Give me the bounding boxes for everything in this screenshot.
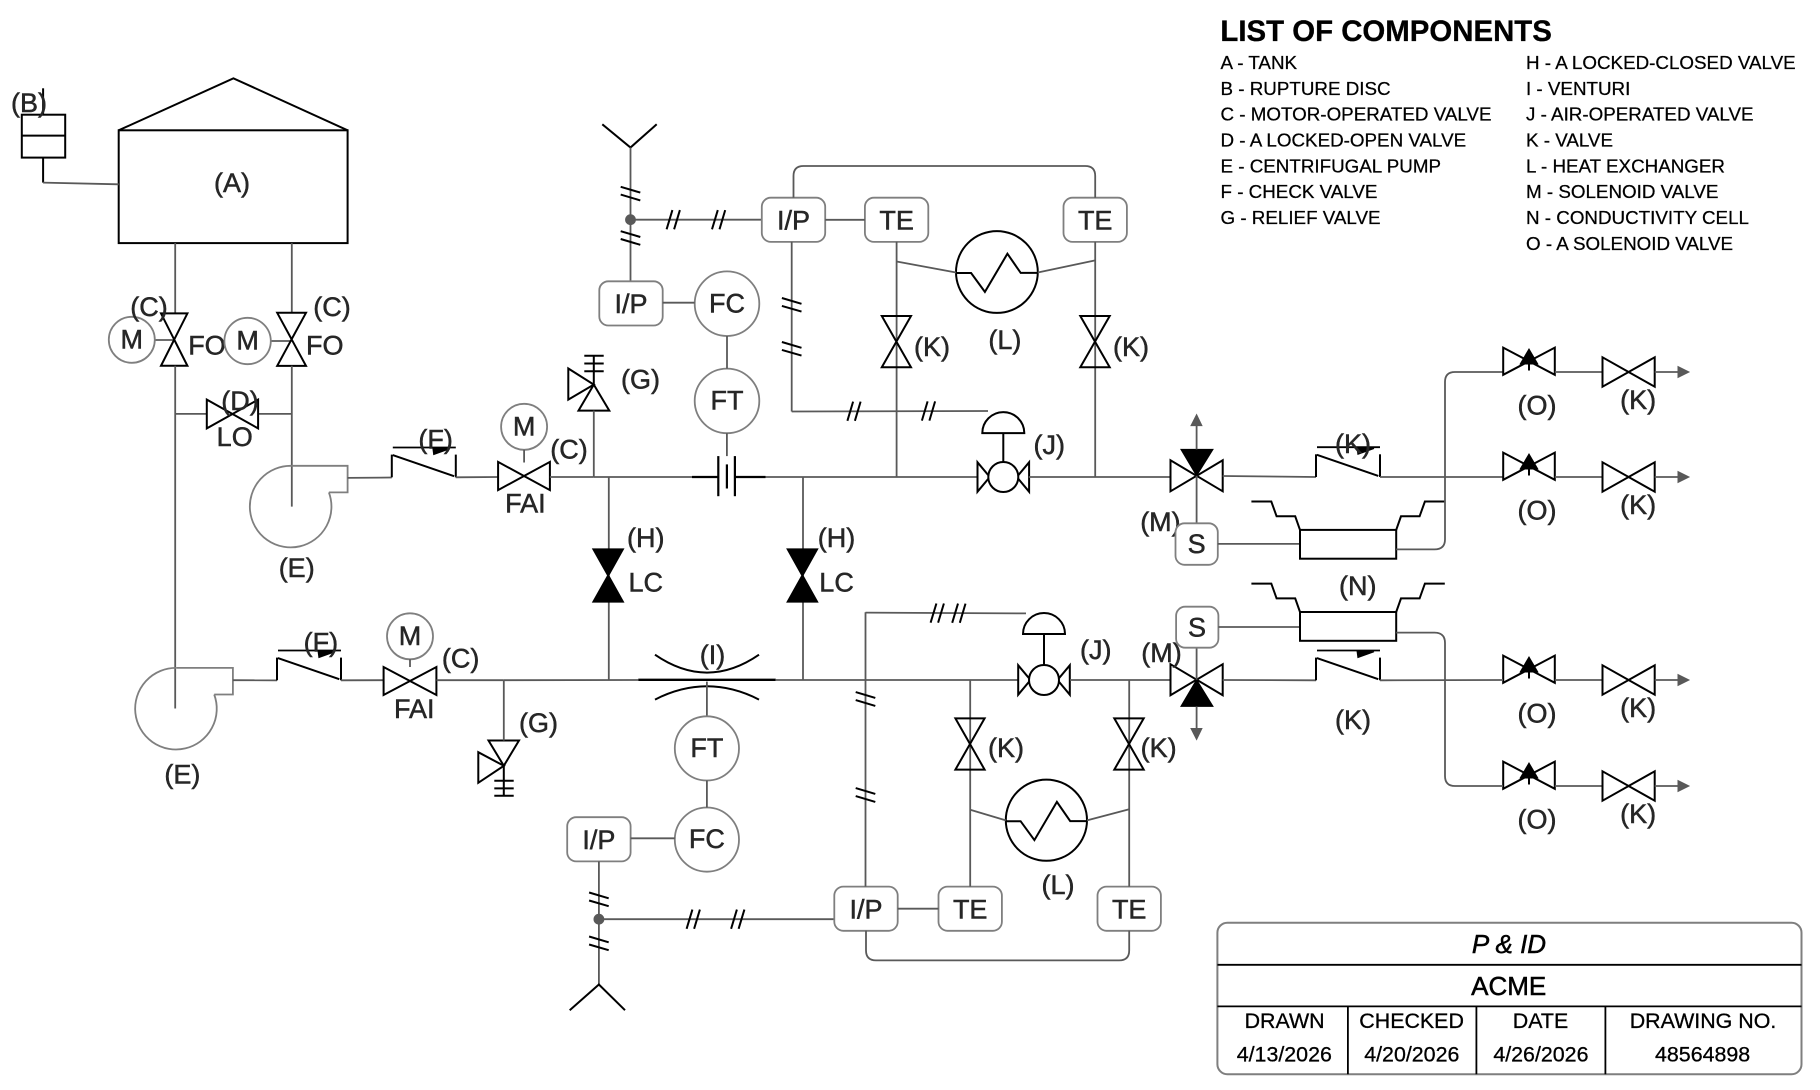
svg-text:(O): (O) (1518, 495, 1557, 525)
svg-text:(E): (E) (279, 553, 315, 583)
svg-text:TE: TE (1078, 205, 1113, 235)
svg-text:4/20/2026: 4/20/2026 (1364, 1042, 1459, 1066)
svg-text:(O): (O) (1518, 804, 1557, 834)
svg-text:D - A LOCKED-OPEN VALVE: D - A LOCKED-OPEN VALVE (1221, 130, 1467, 151)
svg-text:A - TANK: A - TANK (1221, 52, 1298, 73)
svg-text:(K): (K) (1620, 799, 1656, 829)
svg-text:(O): (O) (1518, 698, 1557, 728)
svg-text:S: S (1188, 529, 1206, 559)
svg-text:K - VALVE: K - VALVE (1526, 130, 1613, 151)
svg-text:(C): (C) (550, 435, 587, 465)
svg-text:I - VENTURI: I - VENTURI (1526, 78, 1630, 99)
svg-text:DRAWING NO.: DRAWING NO. (1630, 1009, 1777, 1033)
svg-text:(K): (K) (1141, 733, 1177, 763)
svg-text:(A): (A) (214, 168, 250, 198)
svg-text:I/P: I/P (777, 205, 810, 235)
svg-text:(K): (K) (1113, 332, 1149, 362)
svg-text:(K): (K) (1335, 705, 1371, 735)
svg-text:(F): (F) (418, 425, 452, 455)
svg-text:M - SOLENOID VALVE: M - SOLENOID VALVE (1526, 181, 1718, 202)
svg-text:(K): (K) (1620, 490, 1656, 520)
svg-text:(G): (G) (621, 365, 660, 395)
svg-text:TE: TE (1112, 894, 1147, 924)
svg-text:TE: TE (953, 894, 988, 924)
svg-text:L - HEAT EXCHANGER: L - HEAT EXCHANGER (1526, 155, 1725, 176)
svg-text:(B): (B) (11, 88, 47, 118)
svg-text:FT: FT (711, 386, 744, 416)
svg-text:(L): (L) (988, 325, 1021, 355)
svg-text:(K): (K) (1620, 693, 1656, 723)
svg-text:E - CENTRIFUGAL PUMP: E - CENTRIFUGAL PUMP (1221, 155, 1442, 176)
svg-text:FT: FT (690, 733, 723, 763)
svg-text:C - MOTOR-OPERATED VALVE: C - MOTOR-OPERATED VALVE (1221, 104, 1492, 125)
svg-text:I/P: I/P (582, 825, 615, 855)
svg-text:(J): (J) (1034, 430, 1065, 460)
svg-text:FAI: FAI (394, 694, 435, 724)
svg-text:(M): (M) (1141, 638, 1181, 668)
svg-text:(C): (C) (313, 292, 350, 322)
svg-text:O - A SOLENOID VALVE: O - A SOLENOID VALVE (1526, 233, 1733, 254)
svg-text:(C): (C) (442, 643, 479, 673)
svg-text:TE: TE (879, 205, 914, 235)
svg-text:(F): (F) (304, 628, 338, 658)
svg-text:S: S (1188, 612, 1206, 642)
svg-text:FAI: FAI (505, 489, 546, 519)
svg-text:M: M (236, 326, 259, 356)
svg-text:FC: FC (689, 824, 725, 854)
svg-text:N - CONDUCTIVITY CELL: N - CONDUCTIVITY CELL (1526, 207, 1749, 228)
svg-text:DATE: DATE (1513, 1009, 1568, 1033)
svg-text:(K): (K) (1620, 385, 1656, 415)
svg-text:(J): (J) (1080, 635, 1111, 665)
svg-text:P & ID: P & ID (1472, 929, 1546, 959)
svg-text:(I): (I) (700, 640, 725, 670)
svg-text:4/13/2026: 4/13/2026 (1237, 1042, 1332, 1066)
svg-text:FC: FC (709, 288, 745, 318)
svg-text:ACME: ACME (1471, 971, 1546, 1001)
svg-text:F - CHECK VALVE: F - CHECK VALVE (1221, 181, 1378, 202)
svg-text:(N): (N) (1339, 571, 1376, 601)
svg-text:H - A LOCKED-CLOSED VALVE: H - A LOCKED-CLOSED VALVE (1526, 52, 1796, 73)
svg-text:(K): (K) (1335, 429, 1371, 459)
svg-text:(H): (H) (627, 523, 664, 553)
svg-text:M: M (121, 324, 144, 354)
svg-text:4/26/2026: 4/26/2026 (1493, 1042, 1588, 1066)
svg-text:(M): (M) (1140, 507, 1180, 537)
svg-text:M: M (513, 411, 536, 441)
svg-text:(O): (O) (1518, 390, 1557, 420)
svg-text:I/P: I/P (849, 894, 882, 924)
svg-text:(K): (K) (914, 332, 950, 362)
svg-text:LC: LC (819, 568, 854, 598)
svg-text:LC: LC (629, 568, 664, 598)
svg-text:(C): (C) (130, 292, 167, 322)
svg-text:(H): (H) (818, 523, 855, 553)
svg-text:(G): (G) (519, 708, 558, 738)
svg-text:LO: LO (217, 422, 253, 452)
svg-text:FO: FO (306, 330, 344, 360)
svg-text:M: M (399, 621, 422, 651)
svg-text:LIST OF COMPONENTS: LIST OF COMPONENTS (1220, 15, 1551, 48)
svg-text:48564898: 48564898 (1655, 1042, 1750, 1066)
svg-text:B - RUPTURE DISC: B - RUPTURE DISC (1221, 78, 1391, 99)
svg-text:DRAWN: DRAWN (1245, 1009, 1325, 1033)
svg-text:G - RELIEF VALVE: G - RELIEF VALVE (1221, 207, 1381, 228)
svg-text:FO: FO (188, 330, 226, 360)
svg-text:(K): (K) (988, 733, 1024, 763)
svg-text:(D): (D) (221, 386, 258, 416)
svg-text:I/P: I/P (614, 289, 647, 319)
svg-text:J - AIR-OPERATED VALVE: J - AIR-OPERATED VALVE (1526, 104, 1754, 125)
svg-text:(E): (E) (164, 760, 200, 790)
svg-text:CHECKED: CHECKED (1359, 1009, 1464, 1033)
svg-text:(L): (L) (1042, 870, 1075, 900)
